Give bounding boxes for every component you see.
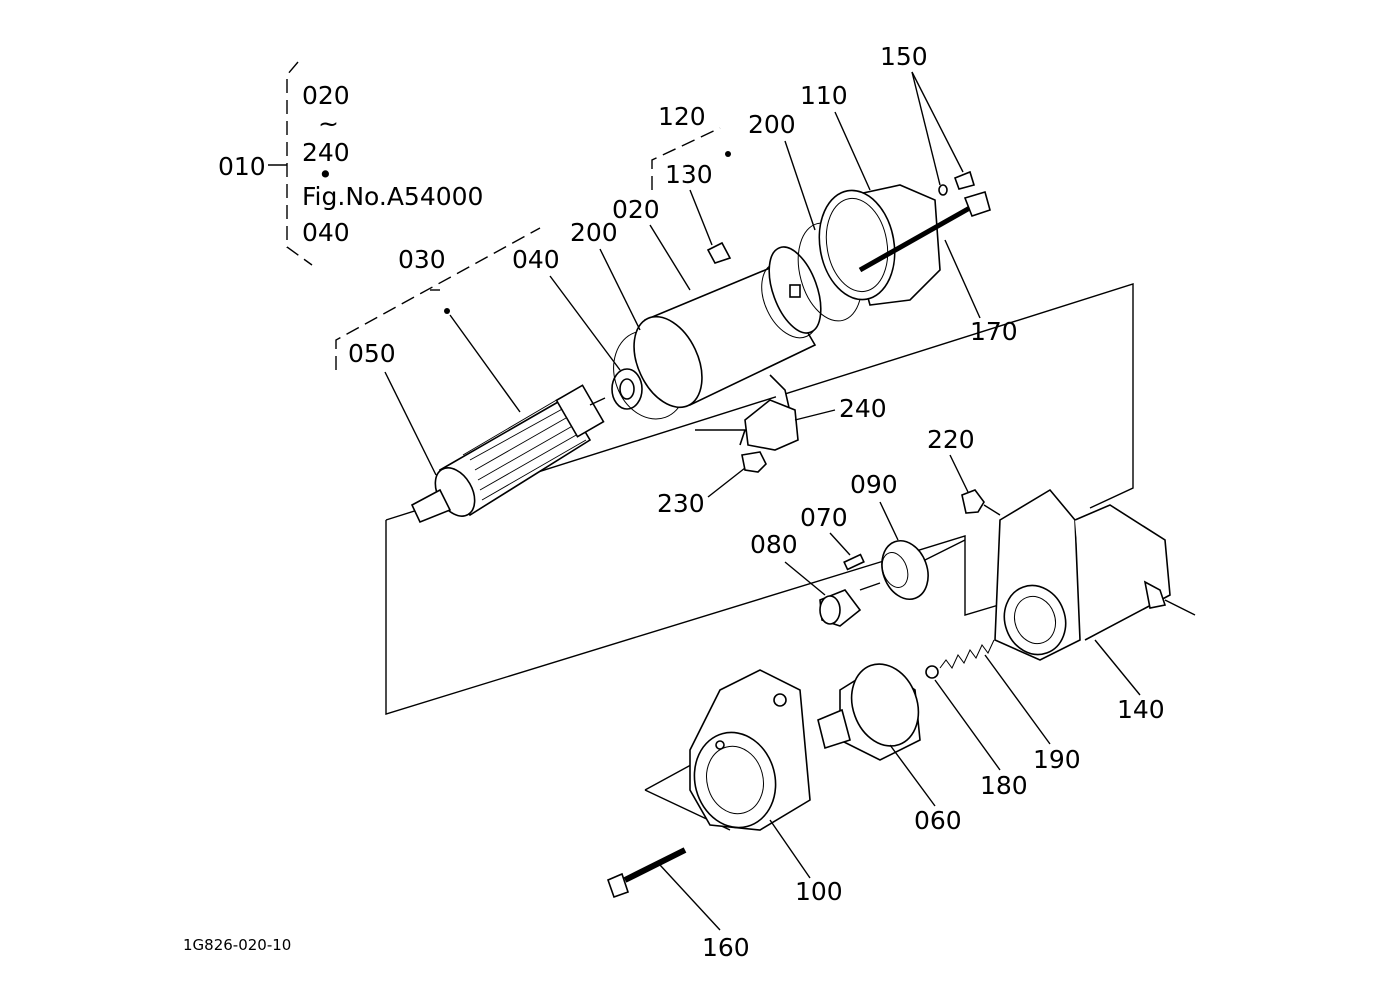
callout-120: 120	[658, 102, 706, 131]
callout-190: 190	[1033, 745, 1081, 774]
through-bolt-part	[858, 190, 991, 273]
drive-housing-part	[689, 669, 811, 831]
rear-cover-part	[818, 184, 941, 306]
callout-130: 130	[665, 160, 713, 189]
clip-part	[706, 241, 732, 264]
callout-110: 110	[800, 81, 848, 110]
callout-020: 020	[612, 195, 660, 224]
legend-range-start: 020	[302, 81, 350, 110]
callout-220: 220	[927, 425, 975, 454]
legend-range-end: 240	[302, 138, 350, 167]
retainer-part	[819, 589, 862, 627]
callout-140: 140	[1117, 695, 1165, 724]
callout-060: 060	[914, 806, 962, 835]
clutch-part	[817, 663, 921, 761]
callout-090: 090	[850, 470, 898, 499]
callout-030: 030	[398, 245, 446, 274]
legend-figure-reference: Fig.No.A54000	[302, 182, 483, 211]
assembly-bracket-lines	[335, 127, 1134, 831]
legend-last-item: 040	[302, 218, 350, 247]
legend-bullet: •	[318, 160, 333, 189]
legend-group: 010 020 ~ 240 • Fig.No.A54000 040	[218, 61, 483, 266]
figure-code: 1G826-020-10	[183, 936, 291, 954]
nut-220-part	[961, 489, 1001, 516]
callout-170: 170	[970, 317, 1018, 346]
brush-holder-part	[768, 246, 822, 334]
callout-040: 040	[512, 245, 560, 274]
pin-part	[843, 553, 865, 571]
callouts: 020 030 040 050 060 070 080 090 100 110 …	[348, 42, 1165, 962]
callout-070: 070	[800, 503, 848, 532]
callout-200-left: 200	[570, 218, 618, 247]
armature-part	[410, 308, 606, 524]
spring-part	[939, 639, 995, 669]
callout-230: 230	[657, 489, 705, 518]
callout-150: 150	[880, 42, 928, 71]
yoke-part	[633, 151, 819, 451]
gear-part	[859, 539, 966, 600]
nut-230-part	[741, 451, 767, 473]
group-number-label: 010	[218, 152, 266, 181]
callout-240: 240	[839, 394, 887, 423]
callout-080: 080	[750, 530, 798, 559]
bearing-part	[611, 368, 643, 410]
callout-050: 050	[348, 339, 396, 368]
screw-washer-part	[938, 170, 976, 196]
callout-100: 100	[795, 877, 843, 906]
ball-part	[925, 665, 939, 679]
legend-range-symbol: ~	[318, 109, 339, 138]
magnetic-switch-part	[994, 488, 1196, 661]
callout-180: 180	[980, 771, 1028, 800]
bolt-160-part	[606, 847, 687, 899]
callout-160: 160	[702, 933, 750, 962]
callout-200-right: 200	[748, 110, 796, 139]
